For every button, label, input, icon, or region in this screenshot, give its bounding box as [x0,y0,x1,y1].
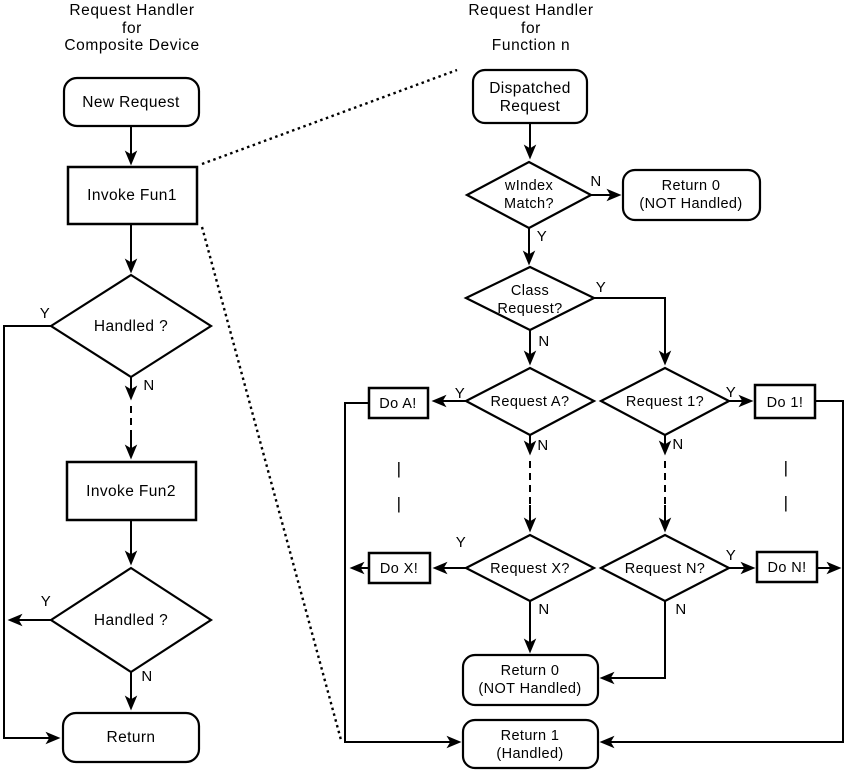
request-a-decision [463,366,597,437]
do-1-node [753,383,817,420]
return0-top-node [621,168,762,222]
invoke-fun2-label: Invoke Fun2 [86,483,176,500]
request-1-label: Request 1? [626,394,704,410]
return1-node [461,718,600,770]
invoke-fun1-node [66,165,199,226]
ellipsis-mark: | [397,494,402,513]
right-chart-title-line1: Request Handler [468,2,593,19]
edge-do-1-to-return1 [599,400,844,749]
return-node [61,711,201,764]
request-1-yes-label: Y [726,384,736,401]
new-request-label: New Request [82,94,180,111]
return0-top-label-line2: (NOT Handled) [639,196,742,212]
handled1-label: Handled ? [94,318,168,335]
ellipsis-mark: | [397,459,402,478]
handled2-no-label: N [141,668,152,685]
windex-match-label-line1: wIndex [504,178,554,194]
right-chart-title-line2: for [521,20,541,37]
handled2-decision [48,566,214,674]
do-x-node [367,551,432,585]
windex-no-label: N [590,173,601,190]
edge-class-yes-to-request1 [594,297,672,366]
handled1-yes-label: Y [40,305,50,322]
do-a-label: Do A! [379,396,416,412]
request-a-no-label: N [537,437,548,454]
request-x-decision [463,533,597,603]
return0-bottom-node [461,653,600,707]
left-chart-title-line2: for [122,20,142,37]
edge-handled1-yes-to-return [3,325,61,745]
left-chart-title-line3: Composite Device [64,37,199,54]
return1-label-line2: (Handled) [496,746,563,762]
left-chart-title-line1: Request Handler [69,2,194,19]
class-request-label-line1: Class [511,283,549,299]
return0-bottom-label-line1: Return 0 [501,663,560,679]
handled2-label: Handled ? [94,612,168,629]
do-x-label: Do X! [380,561,418,577]
class-request-label-line2: Request? [497,301,562,317]
request-n-no-label: N [675,601,686,618]
edge-do-a-to-return1 [344,402,462,749]
dispatched-request-label-line1: Dispatched [489,80,571,97]
request-1-no-label: N [672,436,683,453]
class-no-label: N [538,333,549,350]
return-label: Return [107,729,156,746]
return0-bottom-label-line2: (NOT Handled) [478,681,581,697]
dotted-connector-bottom [200,226,343,741]
edge-request-n-no-to-return0 [599,601,666,685]
do-1-label: Do 1! [767,395,804,411]
do-n-label: Do N! [767,560,806,576]
composite-device-flowchart: Request Handler for Composite Device New… [3,2,214,764]
windex-yes-label: Y [537,228,547,245]
handled2-yes-label: Y [41,593,51,610]
windex-match-label-line2: Match? [504,196,554,212]
invoke-fun1-label: Invoke Fun1 [87,187,177,204]
return1-label-line1: Return 1 [501,728,560,744]
request-x-yes-label: Y [456,534,466,551]
request-n-label: Request N? [625,561,706,577]
request-a-yes-label: Y [455,385,465,402]
ellipsis-mark: | [784,458,789,477]
request-x-no-label: N [538,601,549,618]
handled1-no-label: N [143,377,154,394]
ellipsis-mark: | [784,493,789,512]
right-chart-title-line3: Function n [492,37,570,54]
request-a-label: Request A? [491,394,570,410]
request-x-label: Request X? [490,561,570,577]
class-yes-label: Y [596,279,606,296]
return0-top-label-line1: Return 0 [662,178,721,194]
function-n-flowchart: Request Handler for Function n Dispatche… [344,2,844,770]
request-n-yes-label: Y [726,547,736,564]
dispatched-request-label-line2: Request [500,98,561,115]
handled1-decision [48,273,214,379]
